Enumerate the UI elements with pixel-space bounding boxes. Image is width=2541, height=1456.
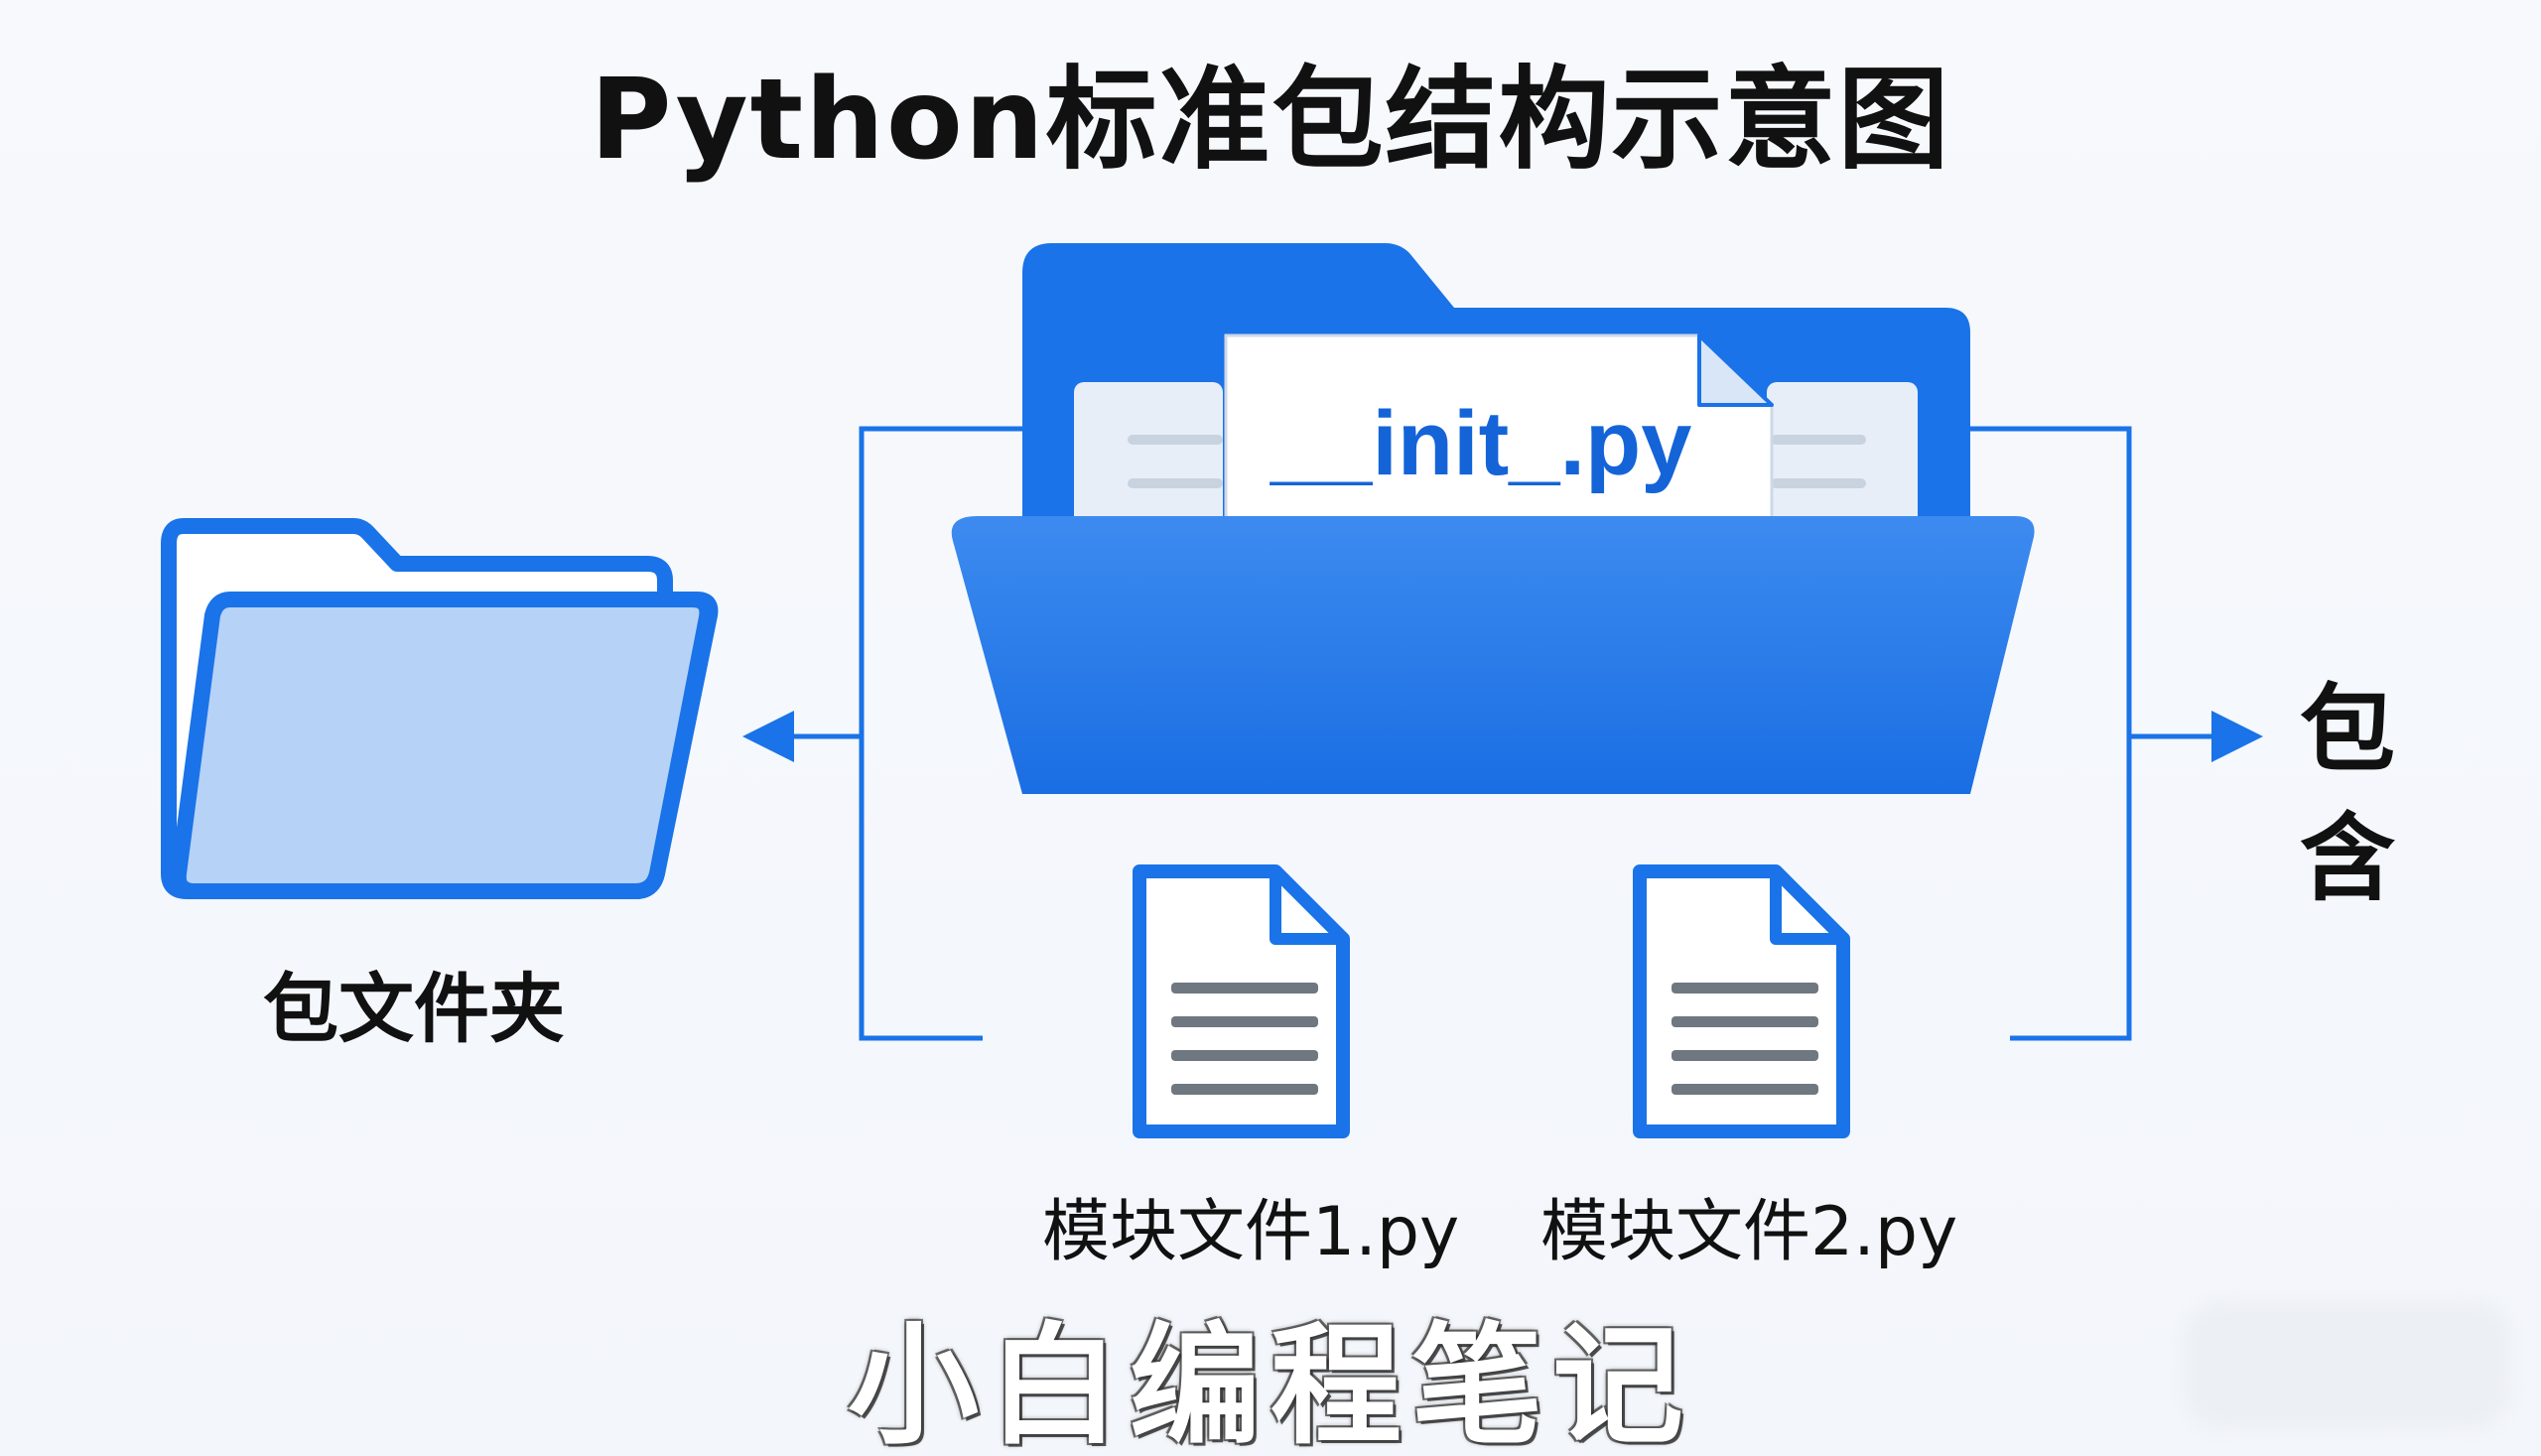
module-file-1-label: 模块文件1.py (1042, 1193, 1460, 1271)
arrow-left-icon (742, 711, 794, 762)
back-paper-right (1767, 382, 1918, 541)
blurred-watermark-patch (2184, 1300, 2511, 1429)
open-folder-front (951, 516, 2035, 794)
open-folder-icon: __init_.py (951, 243, 2035, 794)
init-file-paper: __init_.py (1224, 333, 1774, 558)
init-file-label: __init_.py (1270, 393, 1691, 494)
diagram-title: Python标准包结构示意图 (590, 56, 1951, 185)
module-file-2-icon (1633, 864, 1850, 1138)
back-paper-left (1074, 382, 1223, 541)
package-folder-label: 包文件夹 (263, 965, 565, 1053)
folder-icon (161, 518, 719, 899)
module-file-2-label: 模块文件2.py (1540, 1193, 1958, 1271)
arrow-right-icon (2211, 711, 2263, 762)
connector-right-bracket (1970, 426, 2215, 1041)
watermark-text: 小白编程笔记 (848, 1310, 1693, 1456)
contains-label: 包含 (2300, 674, 2395, 914)
module-file-1-icon (1133, 864, 1350, 1138)
